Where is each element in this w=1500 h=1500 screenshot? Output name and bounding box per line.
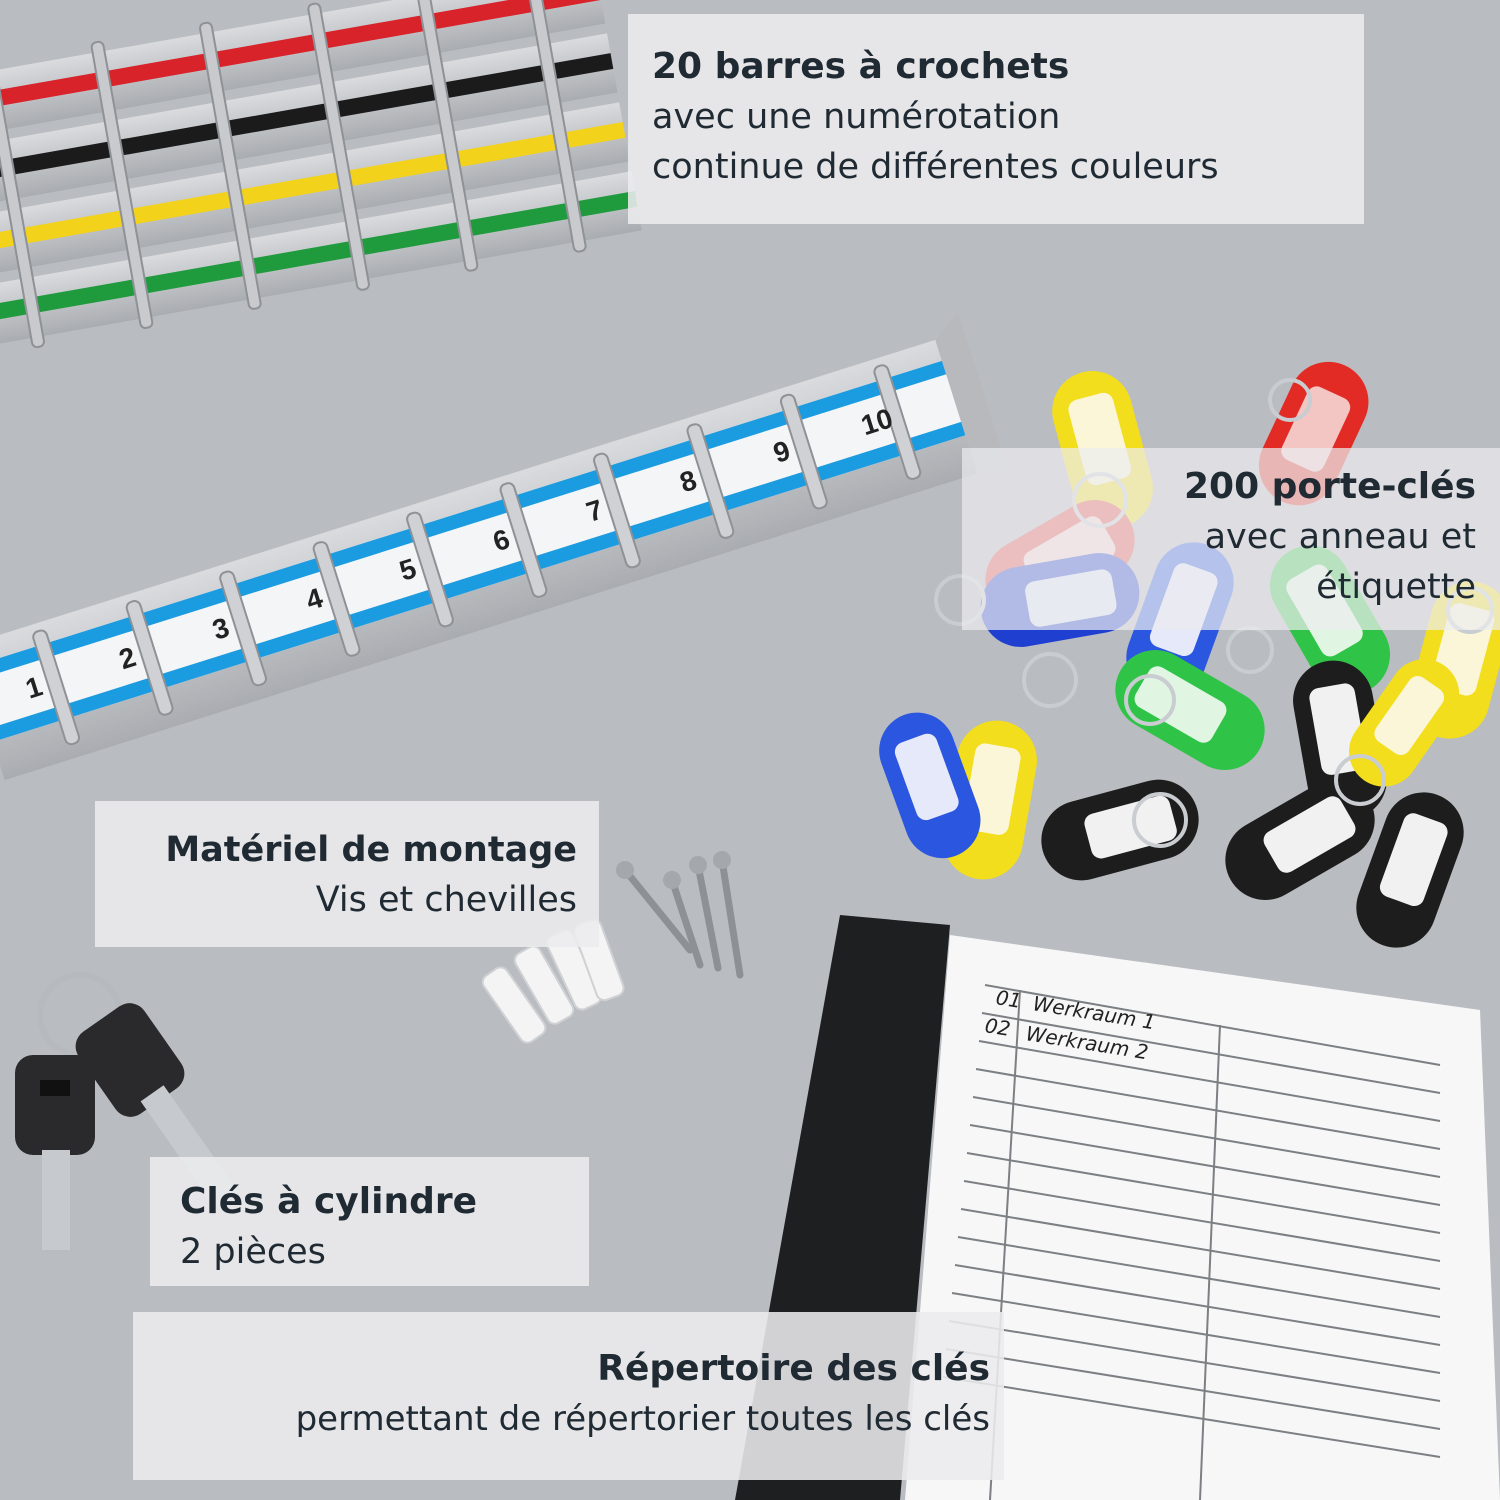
callout-key-directory: Répertoire des clés permettant de répert…	[133, 1312, 1004, 1480]
directory-entry-number: 01	[994, 985, 1023, 1013]
callout-line: 2 pièces	[180, 1232, 326, 1272]
callout-title: Répertoire des clés	[597, 1348, 990, 1389]
callout-hook-bars: 20 barres à crochets avec une numérotati…	[628, 14, 1364, 224]
cylinder-keys	[15, 972, 239, 1250]
callout-line: Vis et chevilles	[315, 880, 577, 920]
directory-entry-number: 02	[983, 1013, 1012, 1041]
callout-cylinder-keys: Clés à cylindre 2 pièces	[150, 1157, 589, 1286]
callout-title: Matériel de montage	[165, 830, 577, 870]
callout-title: Clés à cylindre	[180, 1181, 478, 1222]
hook-bar-blue: 1 2 3 4 5 6 7 8 9 10	[0, 311, 1010, 781]
callout-line: avec anneau et	[1204, 517, 1476, 557]
callout-title: 200 porte-clés	[1183, 466, 1476, 507]
callout-line: permettant de répertorier toutes les clé…	[295, 1399, 990, 1439]
callout-mounting-hardware: Matériel de montage Vis et chevilles	[95, 801, 599, 947]
callout-key-tags: 200 porte-clés avec anneau et étiquette	[962, 448, 1500, 630]
callout-line: continue de différentes couleurs	[652, 147, 1219, 187]
callout-line: étiquette	[1316, 567, 1476, 607]
mounting-hardware	[481, 851, 744, 1044]
callout-line: avec une numérotation	[652, 97, 1061, 137]
hook-bar-stack	[0, 0, 642, 352]
callout-title: 20 barres à crochets	[652, 46, 1070, 87]
